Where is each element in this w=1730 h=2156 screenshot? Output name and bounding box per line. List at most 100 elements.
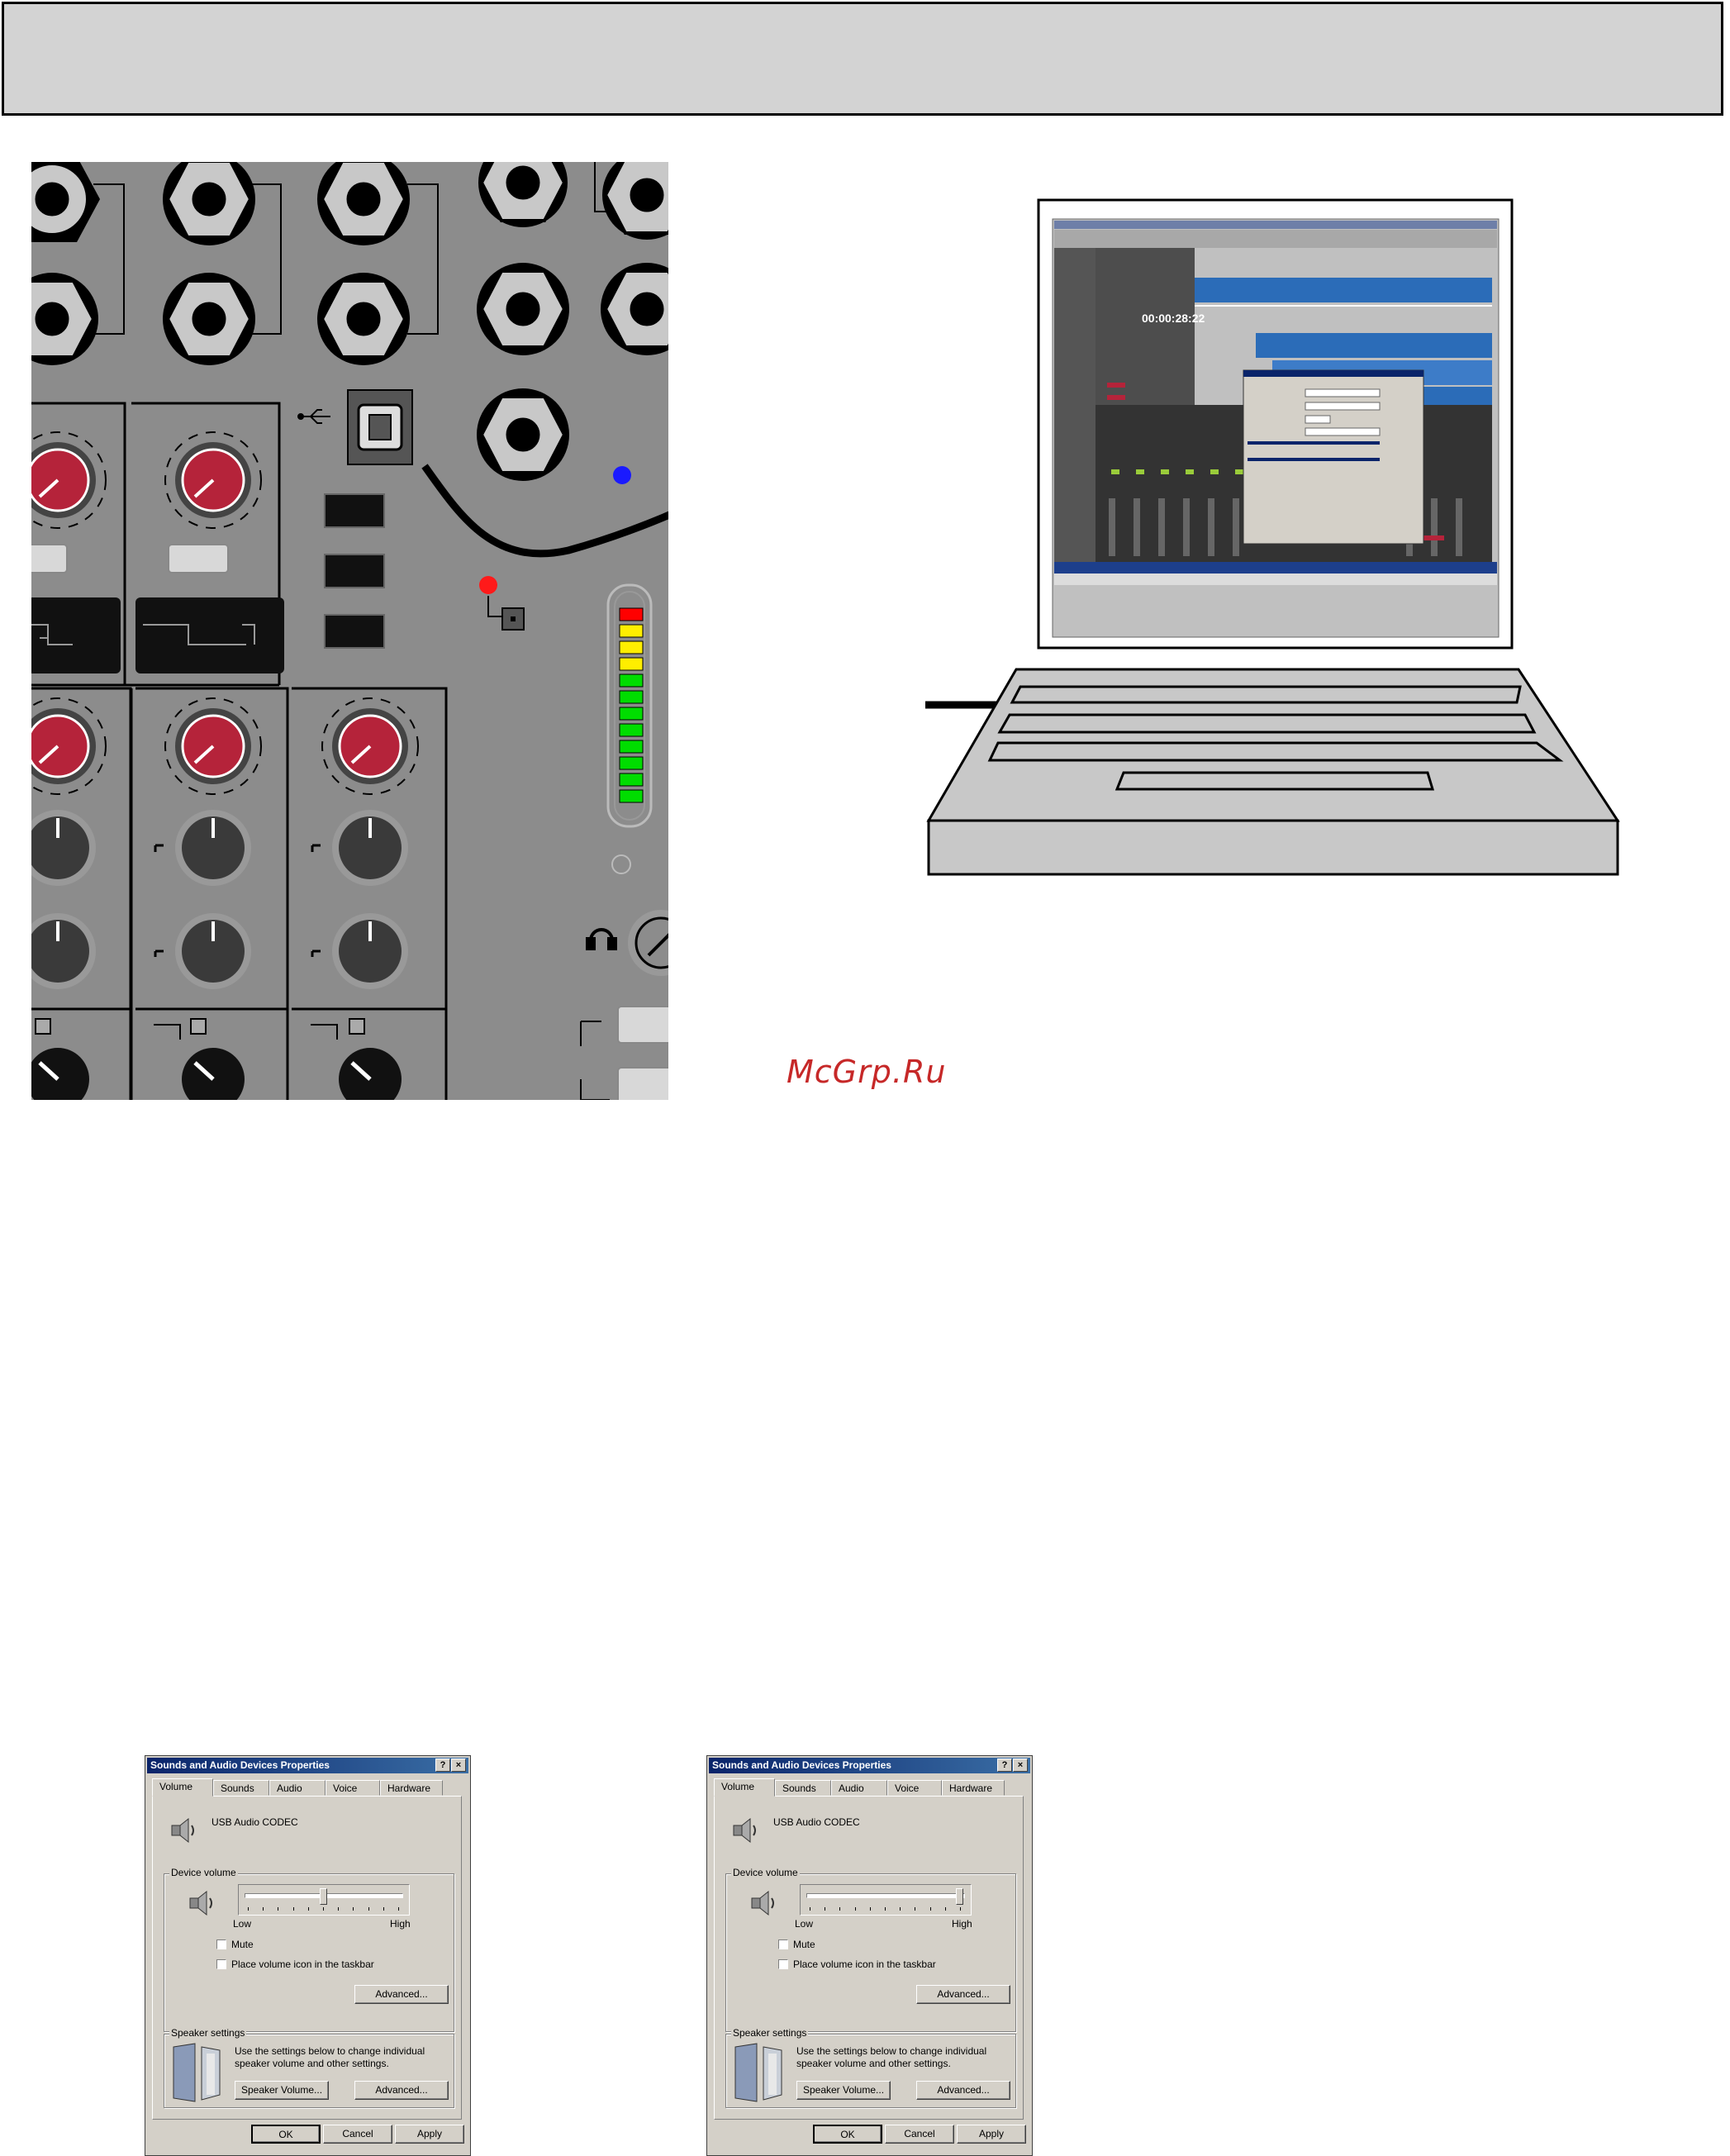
taskbar-icon-label: Place volume icon in the taskbar: [231, 1958, 374, 1970]
slider-tick: [960, 1907, 961, 1911]
volume-slider-track: [806, 1893, 965, 1898]
speaker-icon: [171, 1817, 194, 1844]
slider-tick: [900, 1907, 901, 1911]
speaker-settings-group: Speaker settings: [725, 2027, 1016, 2108]
headphone-icon: [586, 928, 617, 950]
tab-audio[interactable]: Audio: [831, 1780, 887, 1796]
slider-tick: [292, 1907, 294, 1911]
taskbar-icon-checkbox[interactable]: [778, 1959, 788, 1969]
laptop-illustration: 00:00:28:22: [925, 198, 1620, 876]
dialog-title: Sounds and Audio Devices Properties: [147, 1758, 468, 1773]
cancel-button[interactable]: Cancel: [885, 2125, 954, 2144]
close-button[interactable]: ×: [1013, 1759, 1028, 1772]
apply-button[interactable]: Apply: [395, 2125, 464, 2144]
header-bar: [2, 2, 1723, 116]
mixer-illustration: [31, 162, 668, 1100]
speakers-icon: [173, 2043, 221, 2102]
clip-led: [479, 576, 497, 594]
usb-cable: [421, 464, 668, 558]
slider-tick: [307, 1907, 309, 1911]
tab-hardware[interactable]: Hardware: [942, 1780, 1005, 1796]
cancel-button[interactable]: Cancel: [323, 2125, 392, 2144]
device-volume-group: Device volume: [725, 1867, 1016, 2032]
slider-tick: [929, 1907, 931, 1911]
slider-tick: [323, 1907, 324, 1911]
sound-properties-dialog-2: Sounds and Audio Devices Properties ? × …: [706, 1755, 1033, 2156]
usb-icon: [297, 409, 330, 424]
speaker-settings-group: Speaker settings: [164, 2027, 454, 2108]
volume-icon: [751, 1890, 774, 1916]
close-button[interactable]: ×: [451, 1759, 466, 1772]
slider-tick: [353, 1907, 354, 1911]
slider-tick: [338, 1907, 340, 1911]
tab-hardware[interactable]: Hardware: [380, 1780, 443, 1796]
slider-tick: [248, 1907, 249, 1911]
slider-tick: [885, 1907, 886, 1911]
device-name: USB Audio CODEC: [773, 1816, 860, 1828]
speaker-advanced-button[interactable]: Advanced...: [916, 2081, 1010, 2100]
speaker-volume-button[interactable]: Speaker Volume...: [235, 2081, 329, 2100]
speaker-settings-label: Speaker settings: [731, 2027, 809, 2039]
speaker-volume-button[interactable]: Speaker Volume...: [796, 2081, 891, 2100]
eq-knobs: [31, 810, 668, 1100]
taskbar-icon-checkbox[interactable]: [216, 1959, 226, 1969]
slider-tick: [368, 1907, 369, 1911]
volume-high-label: High: [952, 1918, 972, 1930]
tab-volume[interactable]: Volume: [714, 1778, 775, 1797]
daw-time-display: 00:00:28:22: [1142, 312, 1205, 325]
volume-low-label: Low: [795, 1918, 814, 1930]
tab-panel: [714, 1796, 1024, 2120]
slider-frame: [238, 1884, 410, 1916]
slider-tick: [854, 1907, 856, 1911]
slider-tick: [263, 1907, 264, 1911]
volume-icon: [189, 1890, 212, 1916]
device-volume-label: Device volume: [731, 1867, 800, 1878]
mute-checkbox[interactable]: [216, 1939, 226, 1949]
ok-button[interactable]: OK: [813, 2125, 882, 2144]
volume-low-label: Low: [233, 1918, 252, 1930]
slider-tick: [944, 1907, 946, 1911]
device-volume-group: Device volume: [164, 1867, 454, 2032]
device-name: USB Audio CODEC: [211, 1816, 298, 1828]
device-volume-label: Device volume: [169, 1867, 238, 1878]
tab-volume[interactable]: Volume: [152, 1778, 213, 1797]
volume-slider-thumb[interactable]: [319, 1888, 327, 1905]
tab-voice[interactable]: Voice: [887, 1780, 942, 1796]
volume-advanced-button[interactable]: Advanced...: [916, 1985, 1010, 2004]
dialog-title: Sounds and Audio Devices Properties: [709, 1758, 1030, 1773]
slider-tick: [839, 1907, 841, 1911]
apply-button[interactable]: Apply: [957, 2125, 1026, 2144]
speaker-settings-label: Speaker settings: [169, 2027, 247, 2039]
help-button[interactable]: ?: [997, 1759, 1012, 1772]
slider-tick: [383, 1907, 384, 1911]
sound-properties-dialog-1: Sounds and Audio Devices Properties ? × …: [145, 1755, 471, 2156]
ok-button[interactable]: OK: [251, 2125, 321, 2144]
level-meter: [606, 583, 653, 828]
volume-high-label: High: [390, 1918, 411, 1930]
tab-sounds[interactable]: Sounds: [213, 1780, 269, 1796]
speaker-settings-description: Use the settings below to change individ…: [235, 2045, 425, 2069]
volume-advanced-button[interactable]: Advanced...: [354, 1985, 449, 2004]
daw-screenshot: 00:00:28:22: [1052, 218, 1499, 638]
slider-frame: [800, 1884, 972, 1916]
tab-sounds[interactable]: Sounds: [775, 1780, 831, 1796]
speaker-advanced-button[interactable]: Advanced...: [354, 2081, 449, 2100]
taskbar-icon-label: Place volume icon in the taskbar: [793, 1958, 936, 1970]
mute-checkbox[interactable]: [778, 1939, 788, 1949]
volume-slider-thumb[interactable]: [956, 1888, 963, 1905]
gain-knobs: [31, 431, 419, 795]
speaker-settings-description: Use the settings below to change individ…: [796, 2045, 987, 2069]
mode-buttons: [324, 493, 385, 649]
speaker-icon: [733, 1817, 756, 1844]
mute-label: Mute: [793, 1939, 815, 1950]
tab-audio[interactable]: Audio: [269, 1780, 326, 1796]
mute-label: Mute: [231, 1939, 254, 1950]
watermark: McGrp.Ru: [787, 1054, 947, 1090]
tab-voice[interactable]: Voice: [326, 1780, 380, 1796]
usb-port: [347, 389, 413, 465]
help-button[interactable]: ?: [435, 1759, 450, 1772]
usb-cable-end: [925, 701, 998, 709]
speakers-icon: [734, 2043, 782, 2102]
slider-tick: [869, 1907, 871, 1911]
slider-tick: [398, 1907, 399, 1911]
